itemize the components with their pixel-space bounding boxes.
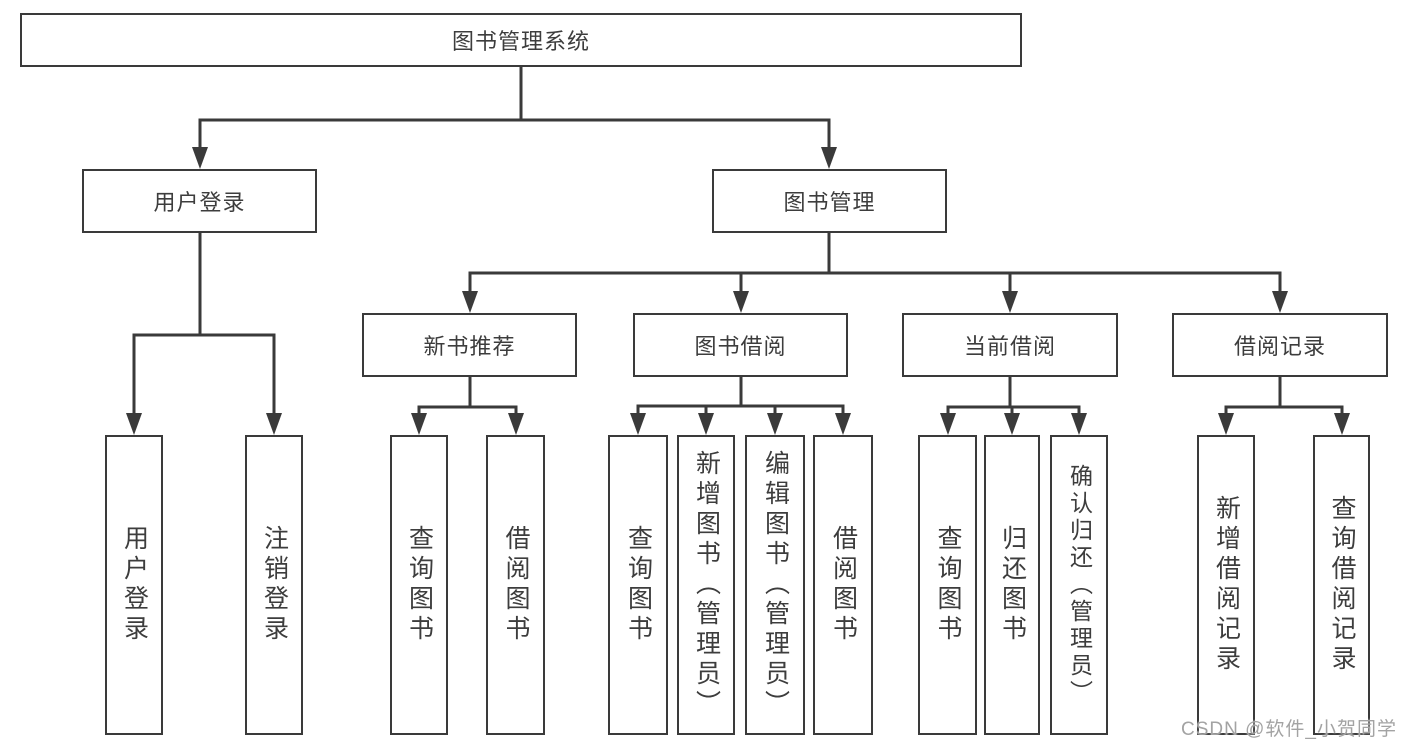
node-label: 用户登录: [153, 190, 246, 215]
node-label: 查询图书: [934, 525, 962, 645]
leaf-query-books-newbooks: 查询图书: [390, 435, 448, 735]
leaf-add-books-admin: 新增图书（管理员）: [677, 435, 735, 735]
node-label: 查询图书: [624, 525, 653, 645]
node-label: 当前借阅: [963, 334, 1056, 359]
leaf-borrow-books-newbooks: 借阅图书: [486, 435, 545, 735]
node-label: 借阅图书: [829, 525, 858, 645]
node-label: 新增借阅记录: [1212, 495, 1241, 675]
node-label: 图书借阅: [694, 334, 787, 359]
node-label: 查询借阅记录: [1328, 495, 1356, 675]
node-label: 图书管理系统: [451, 29, 590, 54]
leaf-confirm-return-admin: 确认归还（管理员）: [1050, 435, 1108, 735]
node-label: 图书管理: [783, 190, 876, 215]
csdn-watermark: CSDN @软件_小贺同学: [1181, 719, 1397, 740]
leaf-borrow-books-borrowing: 借阅图书: [813, 435, 873, 735]
leaf-query-books-current: 查询图书: [918, 435, 977, 735]
node-label: 查询图书: [405, 525, 434, 645]
leaf-query-books-borrowing: 查询图书: [608, 435, 668, 735]
node-label: 借阅记录: [1233, 334, 1326, 359]
leaf-add-borrow-record: 新增借阅记录: [1197, 435, 1255, 735]
node-label: 用户登录: [120, 525, 149, 645]
node-user-login: 用户登录: [82, 169, 317, 233]
node-book-borrowing: 图书借阅: [633, 313, 848, 377]
node-label: 确认归还（管理员）: [1066, 463, 1093, 707]
leaf-query-borrow-record: 查询借阅记录: [1313, 435, 1370, 735]
node-borrow-records: 借阅记录: [1172, 313, 1388, 377]
node-library-management-system: 图书管理系统: [20, 13, 1022, 67]
leaf-return-books: 归还图书: [984, 435, 1040, 735]
node-label: 新书推荐: [423, 334, 516, 359]
node-label: 归还图书: [998, 525, 1027, 645]
node-label: 注销登录: [260, 525, 289, 645]
leaf-edit-books-admin: 编辑图书（管理员）: [745, 435, 805, 735]
node-current-borrowing: 当前借阅: [902, 313, 1118, 377]
node-label: 编辑图书（管理员）: [761, 450, 790, 720]
node-label: 借阅图书: [502, 525, 530, 645]
node-new-book-recommend: 新书推荐: [362, 313, 577, 377]
node-label: 新增图书（管理员）: [692, 450, 721, 720]
leaf-user-login: 用户登录: [105, 435, 163, 735]
node-book-management: 图书管理: [712, 169, 947, 233]
leaf-logout-login: 注销登录: [245, 435, 303, 735]
